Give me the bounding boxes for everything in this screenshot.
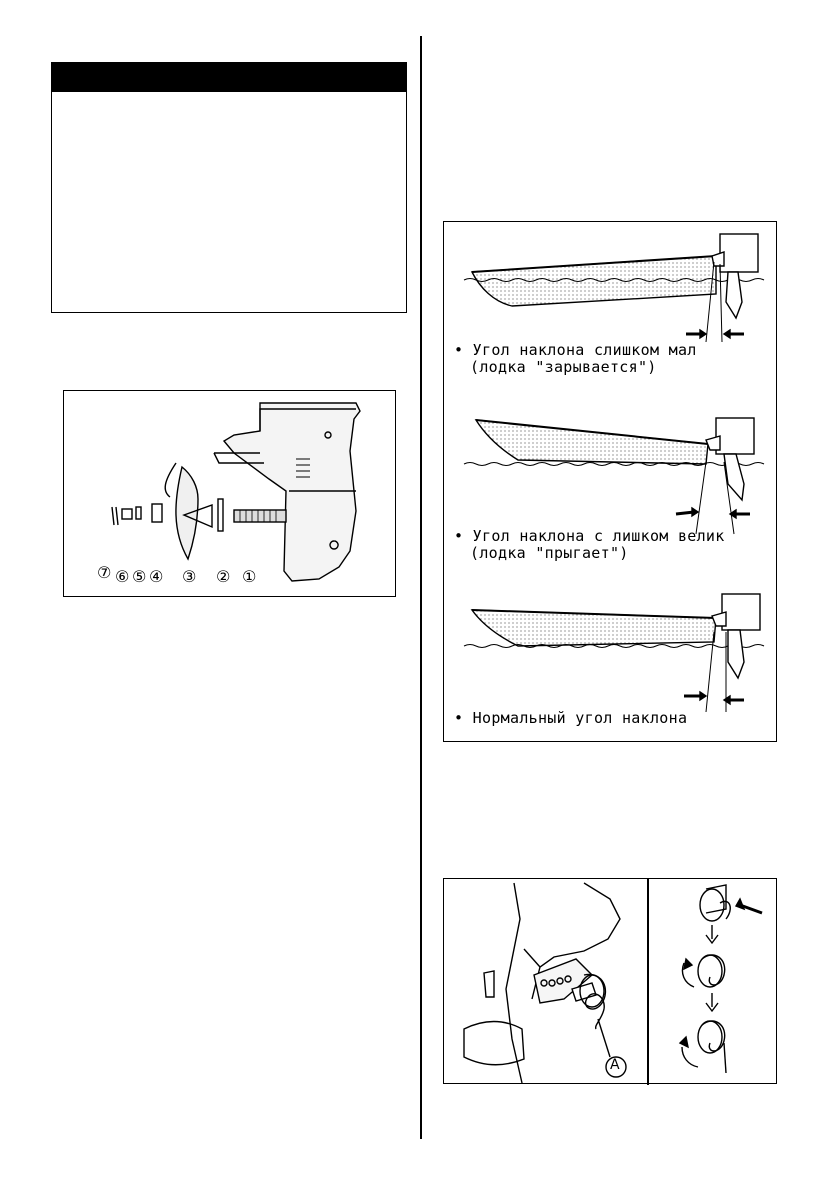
- caption-trim-too-small: • Угол наклона слишком мал (лодка "зарыв…: [454, 341, 697, 376]
- column-divider: [420, 36, 422, 1139]
- callout-3: ③: [182, 567, 197, 586]
- propeller-drawing: [111, 402, 361, 582]
- callout-1: ①: [242, 567, 257, 586]
- callout-2: ②: [216, 567, 231, 586]
- caption-trim-normal: • Нормальный угол наклона: [454, 709, 688, 727]
- callout-7: ⑦: [97, 563, 112, 582]
- trim-drawing: [463, 233, 765, 713]
- propeller-assembly-figure: ⑦ ⑥ ⑤ ④ ③ ② ①: [63, 390, 396, 597]
- callout-6: ⑥: [115, 567, 130, 586]
- warning-box: [51, 62, 407, 313]
- cotter-pin-figure: A: [443, 878, 777, 1085]
- warning-header-band: [52, 63, 406, 92]
- cotter-drawing: [463, 882, 763, 1084]
- callout-4: ④: [149, 567, 164, 586]
- caption-trim-too-large: • Угол наклона с лишком велик (лодка "пр…: [454, 527, 725, 562]
- cotter-label-a: A: [610, 1057, 620, 1073]
- callout-5: ⑤: [132, 567, 147, 586]
- cotter-figure-divider: [647, 879, 649, 1085]
- trim-angle-figure: • Угол наклона слишком мал (лодка "зарыв…: [443, 221, 777, 742]
